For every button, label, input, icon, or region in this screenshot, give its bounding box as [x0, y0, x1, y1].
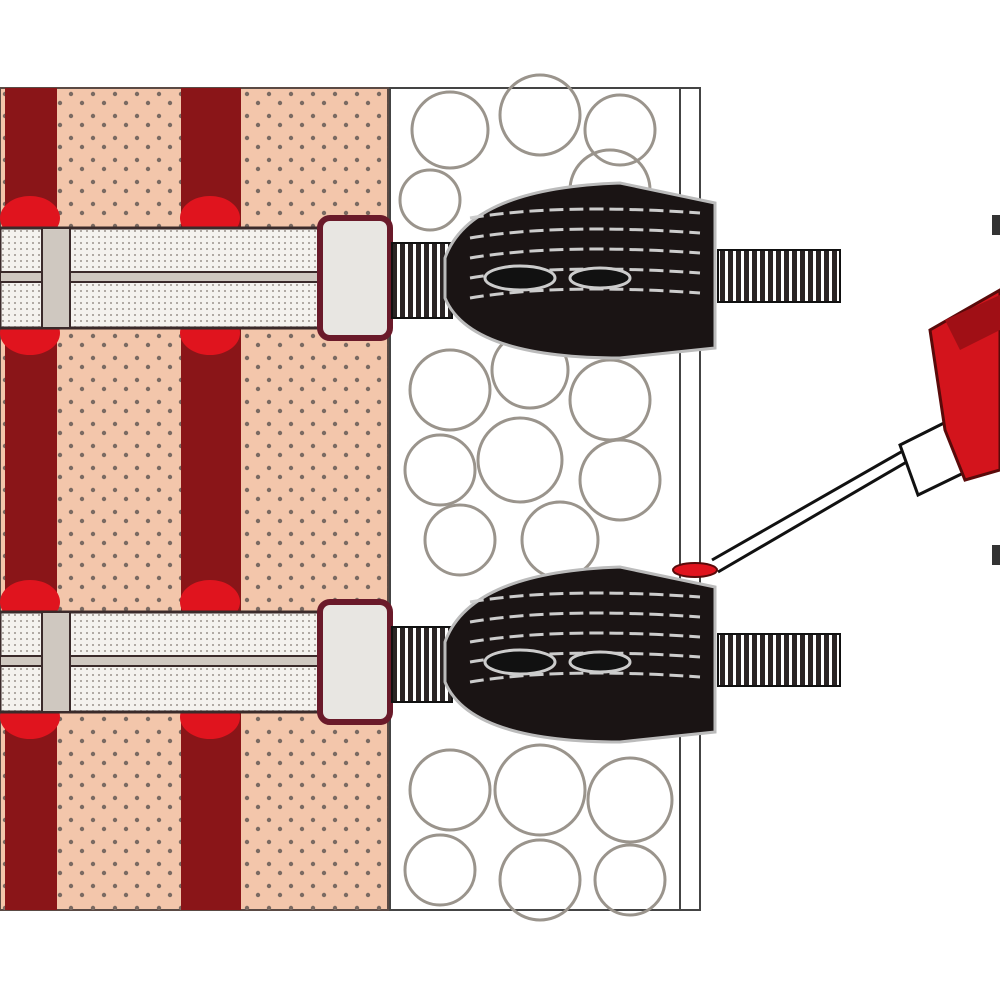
insulation-bead: [583, 93, 657, 167]
upper-anchor: [0, 181, 841, 360]
insulation-bead: [586, 756, 674, 844]
insulation-bead: [578, 438, 662, 522]
insulation-bead: [423, 503, 497, 577]
insulation-bead: [498, 73, 582, 157]
insulation-bead: [398, 168, 462, 232]
injection-nozzle: [672, 215, 1000, 578]
insulation-bead: [476, 416, 564, 504]
sleeve-cap: [317, 215, 393, 341]
insulation-bead: [493, 743, 587, 837]
insulation-bead: [593, 843, 667, 917]
insulation-bead: [410, 90, 490, 170]
lower-anchor: [0, 565, 841, 744]
insulation-bead: [403, 433, 477, 507]
thread-section: [391, 242, 453, 319]
insulation-bead: [408, 748, 492, 832]
insulation-bead: [403, 833, 477, 907]
insulation-bead: [498, 838, 582, 922]
sleeve-cap: [317, 599, 393, 725]
threaded-rod: [717, 633, 841, 687]
threaded-rod: [717, 249, 841, 303]
thread-section: [391, 626, 453, 703]
insulation-bead: [408, 348, 492, 432]
